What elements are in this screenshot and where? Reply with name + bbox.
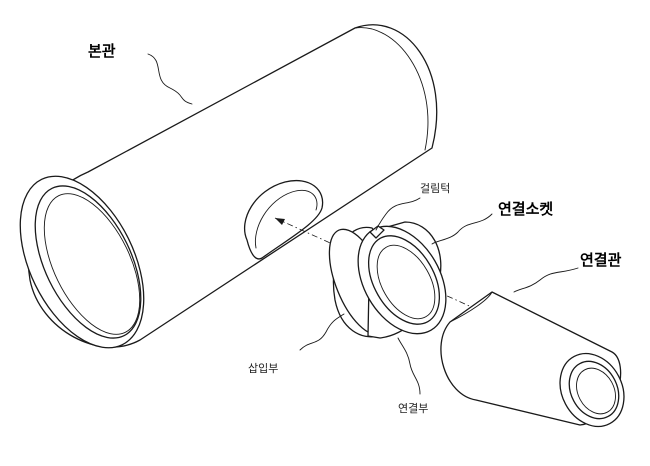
label-main-pipe: 본관 [88, 42, 116, 60]
leader-main-pipe [147, 53, 193, 105]
label-connection-socket: 연결소켓 [498, 200, 553, 218]
main-pipe [19, 24, 438, 349]
main-pipe-rim-inner [34, 185, 142, 339]
socket-locking-jaw [369, 225, 385, 239]
label-connecting-pipe: 연결관 [580, 251, 622, 269]
connecting-pipe-bore [576, 367, 616, 415]
leader-insertion-part [299, 313, 345, 351]
socket-front-inner [367, 235, 441, 325]
connecting-pipe [440, 291, 625, 428]
connection-socket [328, 221, 447, 339]
socket-bore-depth [376, 244, 436, 320]
label-insertion-part: 삽입부 [248, 362, 278, 375]
leader-connecting-pipe [513, 267, 579, 293]
main-pipe-bore-shadow [43, 193, 141, 335]
main-pipe-side-hole-inner [254, 190, 318, 249]
leader-connection-part [397, 337, 421, 395]
connecting-pipe-front-inner [568, 360, 620, 420]
connecting-pipe-rear-edge [449, 291, 493, 323]
label-locking-jaw: 걸림턱 [420, 182, 450, 195]
main-pipe-end-contour [354, 27, 429, 151]
leader-connection-socket [431, 213, 493, 245]
leader-locking-jaw [375, 197, 421, 231]
label-connection-part: 연결부 [398, 402, 428, 415]
assembly-axis-arrow [275, 218, 285, 225]
